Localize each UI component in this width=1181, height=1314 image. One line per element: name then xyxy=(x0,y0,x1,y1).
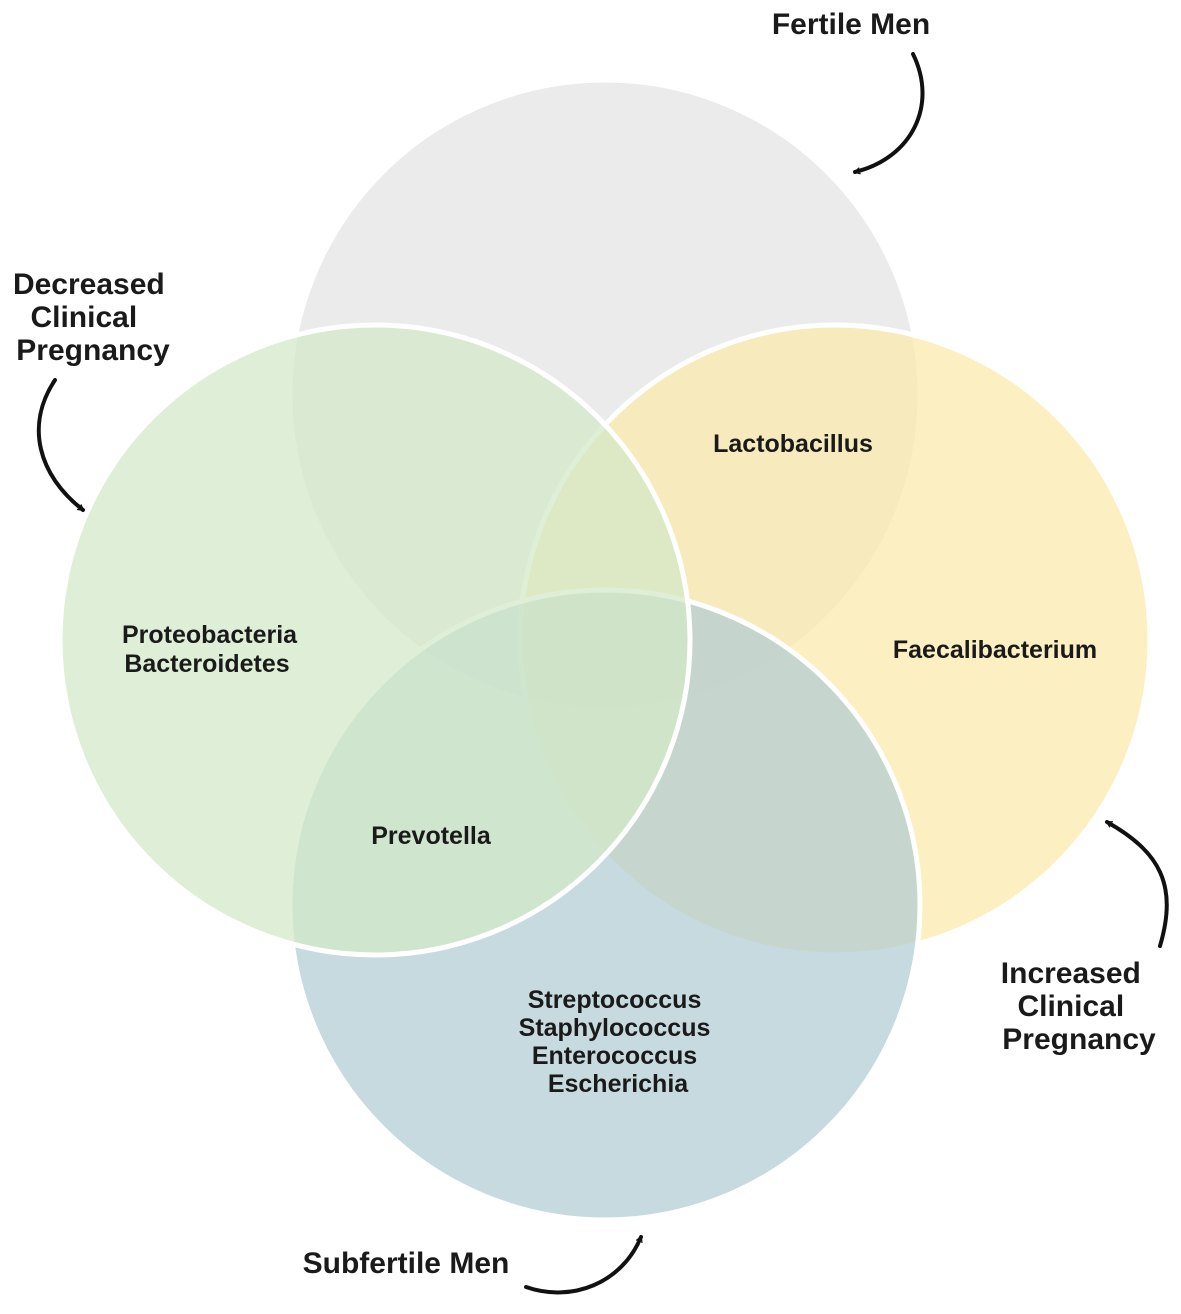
set-name-line: Clinical xyxy=(1017,990,1124,1023)
lactobacillus-region-label: Lactobacillus xyxy=(713,430,873,458)
subfertile-men-arrow xyxy=(524,1235,643,1295)
decreased-pregnancy-arrow xyxy=(36,378,85,512)
region-line: Streptococcus xyxy=(528,986,702,1014)
region-line: Staphylococcus xyxy=(519,1014,711,1042)
decreased-clinical-pregnancy-label: Decreased Clinical Pregnancy xyxy=(13,268,173,367)
region-line: Bacteroidetes xyxy=(124,650,289,678)
set-name-line: Clinical xyxy=(30,301,137,334)
increased-clinical-pregnancy-label: Increased Clinical Pregnancy xyxy=(1001,957,1156,1056)
set-name-line: Pregnancy xyxy=(16,334,170,367)
subfertile-men-label: Subfertile Men xyxy=(303,1247,510,1280)
region-line: Lactobacillus xyxy=(713,430,873,458)
increased-pregnancy-arrow xyxy=(1105,820,1169,948)
set-name-line: Decreased xyxy=(13,268,165,301)
set-name-line: Fertile Men xyxy=(772,8,930,41)
subfertile-only-region-label: Streptococcus Staphylococcus Enterococcu… xyxy=(519,986,718,1098)
set-name-line: Increased xyxy=(1001,957,1141,990)
region-line: Escherichia xyxy=(548,1070,689,1098)
region-line: Enterococcus xyxy=(532,1042,697,1070)
fertile-men-label: Fertile Men xyxy=(772,8,930,41)
region-line: Proteobacteria xyxy=(122,621,298,649)
decreased-only-region-label: Proteobacteria Bacteroidetes xyxy=(122,621,304,678)
set-name-line: Pregnancy xyxy=(1002,1023,1156,1056)
set-name-line: Subfertile Men xyxy=(303,1247,510,1280)
region-line: Prevotella xyxy=(371,822,492,850)
region-line: Faecalibacterium xyxy=(893,636,1097,664)
prevotella-region-label: Prevotella xyxy=(371,822,492,850)
fertile-men-arrow xyxy=(853,52,925,172)
decreased-clinical-pregnancy-circle xyxy=(57,322,693,958)
increased-only-region-label: Faecalibacterium xyxy=(893,636,1097,664)
